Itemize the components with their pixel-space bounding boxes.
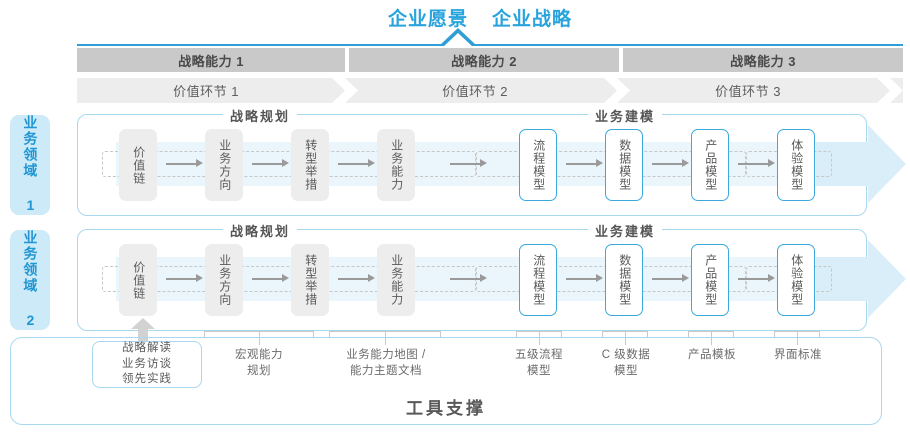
tool-label-data-model-line-2: 模型 <box>614 364 638 377</box>
section-title-business-modeling-2: 业务建模 <box>588 221 663 240</box>
enterprise-vision-title: 企业愿景 <box>387 9 468 30</box>
bracket-stem-data-model <box>625 331 626 345</box>
step-arrow-1-3 <box>338 159 376 168</box>
business-domain-tag-2-label: 业务领域 2 <box>22 230 39 330</box>
step-data-model-2[interactable]: 数据模型 <box>605 244 643 316</box>
step-arrow-2-5 <box>566 274 604 283</box>
step-arrow-1-5 <box>566 159 604 168</box>
tool-label-product-template: 产品模板 <box>665 348 759 364</box>
step-product-model-2[interactable]: 产品模型 <box>691 244 729 316</box>
step-business-capability-1[interactable]: 业务能力 <box>377 129 415 201</box>
chevron-separator-icon-2 <box>604 78 630 103</box>
domain-row-1: 战略规划 业务建模 价值链 业务方向 转型举措 业务能力 流程模型 数据模型 产… <box>77 106 906 216</box>
step-process-model-2[interactable]: 流程模型 <box>519 244 557 316</box>
step-arrow-1-1 <box>166 159 204 168</box>
tool-label-macro-capability-line-2: 规划 <box>247 364 271 377</box>
business-domain-tag-2[interactable]: 业务领域 2 <box>10 230 50 330</box>
tool-pill-line-2: 业务访谈 <box>122 357 172 370</box>
bracket-stem-product-template <box>711 331 712 345</box>
step-arrow-2-2 <box>252 274 290 283</box>
value-link-2[interactable]: 价值环节 2 <box>442 84 508 99</box>
tool-label-capability-map: 业务能力地图 / 能力主题文档 <box>330 348 442 379</box>
tool-label-data-model: C 级数据 模型 <box>579 348 673 379</box>
tool-label-process-model-line-2: 模型 <box>527 364 551 377</box>
value-link-band: 价值环节 1 价值环节 2 价值环节 3 <box>77 78 903 103</box>
tool-pill-line-1: 战略解读 <box>122 342 172 355</box>
strategic-capability-3[interactable]: 战略能力 3 <box>623 48 903 72</box>
step-value-chain-1[interactable]: 价值链 <box>119 129 157 201</box>
tool-label-macro-capability: 宏观能力 规划 <box>209 348 309 379</box>
step-process-model-1[interactable]: 流程模型 <box>519 129 557 201</box>
tool-label-macro-capability-line-1: 宏观能力 <box>235 349 283 361</box>
section-title-strategic-planning-1: 战略规划 <box>223 106 298 125</box>
step-arrow-1-2 <box>252 159 290 168</box>
step-experience-model-1[interactable]: 体验模型 <box>777 129 815 201</box>
tool-label-process-model: 五级流程 模型 <box>492 348 586 379</box>
domain-row-2: 战略规划 业务建模 价值链 业务方向 转型举措 业务能力 流程模型 数据模型 产… <box>77 221 906 331</box>
step-arrow-1-6 <box>652 159 690 168</box>
enterprise-strategy-title: 企业战略 <box>492 9 573 30</box>
tool-label-ui-standard-line-1: 界面标准 <box>774 349 822 361</box>
tool-label-ui-standard: 界面标准 <box>751 348 845 364</box>
chevron-separator-icon-1 <box>332 78 358 103</box>
step-business-capability-2[interactable]: 业务能力 <box>377 244 415 316</box>
strategic-capability-1[interactable]: 战略能力 1 <box>77 48 345 72</box>
tool-label-data-model-line-1: C 级数据 <box>601 349 651 361</box>
business-domain-tag-1-label: 业务领域 1 <box>22 115 39 215</box>
step-transformation-initiative-2[interactable]: 转型举措 <box>291 244 329 316</box>
chevron-separator-icon-3 <box>877 78 903 103</box>
top-titles: 企业愿景 企业战略 <box>330 4 630 31</box>
step-arrow-2-6 <box>652 274 690 283</box>
step-business-direction-1[interactable]: 业务方向 <box>205 129 243 201</box>
step-business-direction-2[interactable]: 业务方向 <box>205 244 243 316</box>
step-arrow-2-3 <box>338 274 376 283</box>
step-arrow-2-4 <box>450 274 488 283</box>
step-arrow-2-1 <box>166 274 204 283</box>
step-arrow-1-4 <box>450 159 488 168</box>
business-domain-tag-1[interactable]: 业务领域 1 <box>10 115 50 215</box>
strategic-capability-band: 战略能力 1 战略能力 2 战略能力 3 <box>77 48 903 72</box>
step-arrow-1-7 <box>738 159 776 168</box>
tool-pill-strategy-interpretation[interactable]: 战略解读 业务访谈 领先实践 <box>92 341 202 388</box>
bracket-stem-macro-capability <box>259 331 260 345</box>
section-title-business-modeling-1: 业务建模 <box>588 106 663 125</box>
tool-support-title: 工具支撑 <box>406 399 486 418</box>
value-link-3[interactable]: 价值环节 3 <box>715 84 781 99</box>
bracket-stem-capability-map <box>385 331 386 345</box>
step-arrow-2-7 <box>738 274 776 283</box>
step-experience-model-2[interactable]: 体验模型 <box>777 244 815 316</box>
step-data-model-1[interactable]: 数据模型 <box>605 129 643 201</box>
connector-line <box>77 44 903 46</box>
tool-label-capability-map-line-1: 业务能力地图 / <box>346 349 426 361</box>
tool-label-product-template-line-1: 产品模板 <box>688 349 736 361</box>
bracket-stem-ui-standard <box>797 331 798 345</box>
value-link-background <box>77 78 903 103</box>
value-link-1[interactable]: 价值环节 1 <box>173 84 239 99</box>
bracket-stem-process-model <box>539 331 540 345</box>
step-transformation-initiative-1[interactable]: 转型举措 <box>291 129 329 201</box>
step-product-model-1[interactable]: 产品模型 <box>691 129 729 201</box>
connector-peak-mask <box>443 33 473 47</box>
tool-label-process-model-line-1: 五级流程 <box>515 349 563 361</box>
section-title-strategic-planning-2: 战略规划 <box>223 221 298 240</box>
tool-support-container: 工具支撑 <box>10 337 882 425</box>
step-value-chain-2[interactable]: 价值链 <box>119 244 157 316</box>
up-arrow-icon <box>131 318 155 342</box>
strategic-capability-2[interactable]: 战略能力 2 <box>349 48 619 72</box>
tool-pill-line-3: 领先实践 <box>122 373 172 386</box>
tool-label-capability-map-line-2: 能力主题文档 <box>350 364 422 377</box>
